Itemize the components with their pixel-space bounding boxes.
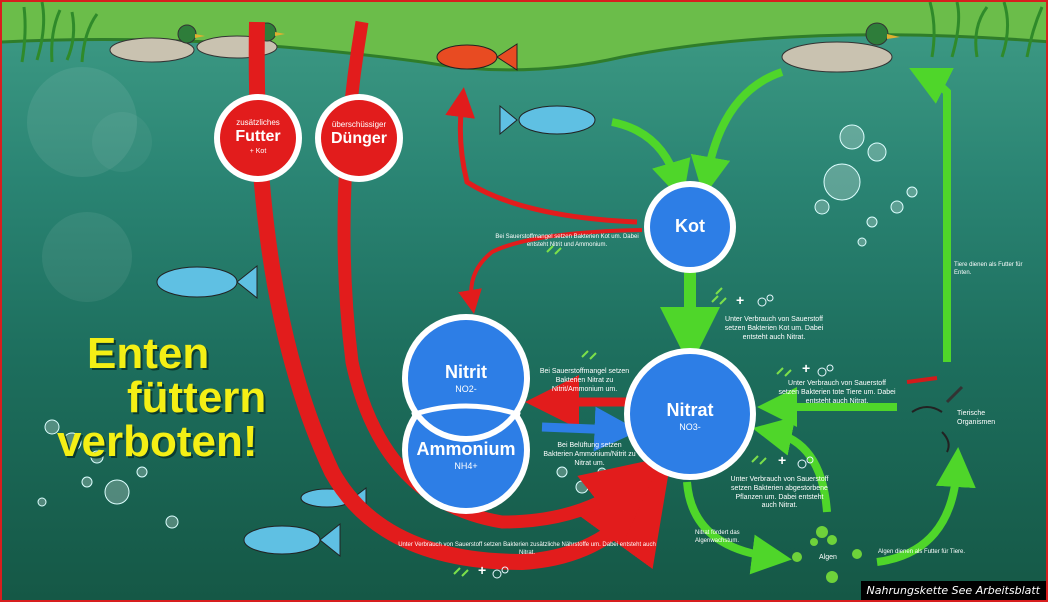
headline-line-2: füttern <box>127 373 267 422</box>
plus-sign: + <box>736 292 745 308</box>
note-belueftung: Bei Belüftung setzen Bakterien Ammonium/… <box>543 442 636 467</box>
flow-nitrat-algen <box>683 481 792 575</box>
flow-futter-nitrat <box>248 21 671 571</box>
note-kot-nitrat: Unter Verbrauch von Sauerstoff setzen Ba… <box>724 316 824 341</box>
headline: Enten füttern verboten! <box>57 332 297 464</box>
note-tiere-nitrat: Unter Verbrauch von Sauerstoff setzen Ba… <box>778 380 896 405</box>
duenger-node <box>321 100 397 176</box>
headline-line-1: Enten <box>87 329 210 378</box>
oxygen-bubbles-icon <box>492 294 834 579</box>
kot-title: Kot <box>675 216 705 236</box>
kot-node <box>650 187 730 267</box>
note-sauerstoffmangel: Bei Sauerstoffmangel setzen Bakterien Ni… <box>539 368 630 393</box>
nitrat-formula: NO3- <box>679 422 701 432</box>
ammonium-title: Ammonium <box>416 439 516 459</box>
note-kot-nitrit: Bei Sauerstoffmangel setzen Bakterien Ko… <box>495 234 639 248</box>
fish-icon <box>499 104 596 136</box>
headline-line-3: verboten! <box>57 417 258 466</box>
fish-icon <box>156 264 258 300</box>
duck-icon <box>109 24 205 63</box>
flow-algen-tiere <box>876 447 976 566</box>
bacteria-icon <box>453 245 792 577</box>
note-nitrat-algen: Nitrat fördert das Algenwachstum. <box>695 530 740 544</box>
algen-label: Algen <box>819 554 837 561</box>
futter-small-label: zusätzliches <box>236 118 280 127</box>
plus-sign: + <box>802 360 811 376</box>
flow-ente-kot <box>690 68 784 197</box>
plus-sign: + <box>478 562 487 578</box>
reeds-left-icon <box>20 2 99 63</box>
fish-icon <box>436 43 518 71</box>
ammonium-formula: NH4+ <box>454 461 478 471</box>
flow-tiere-ente <box>909 68 954 362</box>
nitrit-title: Nitrit <box>445 362 487 382</box>
flow-kot-nitrit <box>458 228 643 314</box>
plus-sign: + <box>778 452 787 468</box>
shore-grass <box>2 2 1046 70</box>
futter-node <box>220 100 296 176</box>
tierische-organismen-label: Tierische Organismen <box>957 410 996 426</box>
duenger-title: Dünger <box>331 130 387 147</box>
nitrit-formula: NO2- <box>455 384 477 394</box>
nitrat-node <box>630 354 750 474</box>
duck-icon <box>781 22 900 73</box>
note-algennahrung: Algen dienen als Futter für Tiere. <box>878 549 966 555</box>
futter-title: Futter <box>235 128 281 145</box>
note-pflanzen-nitrat: Unter Verbrauch von Sauerstoff setzen Ba… <box>730 476 829 510</box>
reeds-right-icon <box>928 2 1044 58</box>
duenger-small-label: überschüssiger <box>331 120 387 129</box>
algae-icon <box>792 526 862 583</box>
fish-icon <box>243 522 341 558</box>
note-tiernahrung: Tiere dienen als Futter für Enten. <box>954 262 1023 276</box>
futter-sub-label: + Kot <box>249 148 267 155</box>
flow-fisch-kot <box>611 118 691 202</box>
flow-kot-fisch <box>445 87 638 225</box>
note-futter-bottom: Unter Verbrauch von Sauerstoff setzen Ba… <box>398 542 656 556</box>
flow-ammonium-nitrat <box>541 406 640 452</box>
footer-caption: Nahrungskette See Arbeitsblatt <box>860 581 1046 600</box>
nitrat-title: Nitrat <box>666 400 714 420</box>
